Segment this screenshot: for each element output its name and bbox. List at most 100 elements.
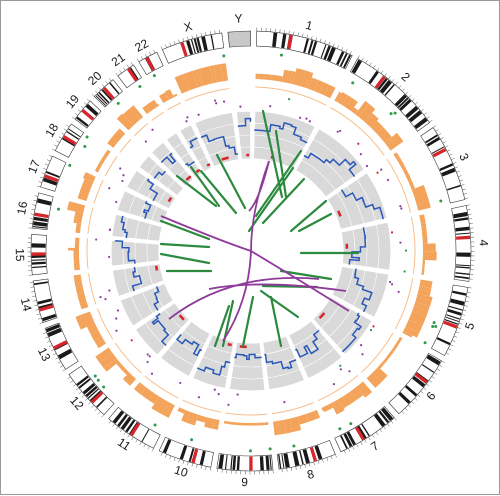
green-point bbox=[117, 102, 120, 105]
variant-point bbox=[104, 298, 106, 300]
scale-tick bbox=[432, 376, 435, 378]
scale-tick bbox=[72, 117, 75, 119]
scale-tick bbox=[451, 158, 454, 159]
scale-tick bbox=[174, 458, 175, 461]
variant-point bbox=[151, 373, 153, 375]
chromosome-X-ideogram bbox=[162, 33, 223, 63]
scale-tick bbox=[165, 45, 166, 48]
variant-point bbox=[399, 242, 401, 244]
scale-tick bbox=[76, 388, 79, 390]
scale-tick bbox=[395, 82, 397, 85]
variant-point bbox=[185, 120, 187, 122]
variant-point bbox=[214, 389, 216, 391]
scale-tick bbox=[98, 412, 100, 415]
scale-tick bbox=[350, 51, 352, 54]
scale-tick bbox=[457, 327, 460, 328]
scale-tick bbox=[438, 133, 441, 135]
scale-tick bbox=[454, 336, 457, 337]
scale-tick bbox=[364, 439, 366, 442]
scale-tick bbox=[296, 466, 297, 469]
chromosome-label-4: 4 bbox=[477, 239, 491, 246]
variant-point bbox=[339, 130, 341, 132]
scale-tick bbox=[314, 462, 315, 465]
scale-tick bbox=[434, 373, 437, 375]
scale-tick bbox=[43, 332, 46, 333]
copy-number-bin bbox=[75, 238, 79, 242]
green-link bbox=[161, 254, 209, 263]
chromosome-label-7: 7 bbox=[368, 438, 381, 454]
scale-tick bbox=[210, 467, 211, 470]
variant-point bbox=[131, 339, 133, 341]
scale-tick bbox=[298, 33, 299, 36]
scale-tick bbox=[459, 323, 462, 324]
scale-tick bbox=[358, 56, 360, 59]
scale-tick bbox=[443, 142, 446, 144]
green-point bbox=[102, 385, 105, 388]
scale-tick bbox=[441, 137, 444, 139]
variant-point bbox=[269, 105, 271, 107]
scale-tick bbox=[376, 432, 378, 435]
copy-number-bin bbox=[386, 350, 394, 359]
scale-tick bbox=[311, 36, 312, 39]
scale-tick bbox=[384, 427, 386, 430]
scale-tick bbox=[205, 32, 206, 35]
scale-tick bbox=[468, 287, 471, 288]
scale-tick bbox=[436, 130, 439, 132]
scale-tick bbox=[352, 446, 354, 449]
scale-tick bbox=[361, 442, 363, 445]
copy-number-bin bbox=[75, 226, 80, 233]
scale-tick bbox=[377, 68, 379, 71]
scale-tick bbox=[123, 68, 125, 71]
green-point bbox=[424, 341, 427, 344]
scale-tick bbox=[337, 45, 338, 48]
variant-point bbox=[405, 250, 407, 252]
copy-number-baseline bbox=[182, 400, 221, 413]
scale-tick bbox=[448, 349, 451, 351]
scale-tick bbox=[99, 88, 101, 91]
centromere bbox=[249, 456, 252, 470]
scale-tick bbox=[61, 133, 64, 135]
copy-number-baseline bbox=[361, 333, 394, 373]
scale-tick bbox=[132, 437, 134, 440]
scale-tick bbox=[215, 30, 216, 33]
scale-tick bbox=[120, 429, 122, 432]
scale-tick bbox=[421, 109, 424, 111]
green-point bbox=[269, 447, 272, 450]
variant-point bbox=[179, 382, 181, 384]
scale-tick bbox=[469, 219, 472, 220]
scale-tick bbox=[102, 84, 104, 87]
scale-tick bbox=[333, 44, 334, 47]
scale-tick bbox=[31, 209, 34, 210]
variant-point bbox=[108, 187, 110, 189]
variant-point bbox=[360, 153, 362, 155]
scale-tick bbox=[433, 126, 436, 128]
copy-number-bin bbox=[422, 265, 425, 269]
scale-tick bbox=[47, 341, 50, 342]
variant-point bbox=[340, 368, 342, 370]
chromosome-label-19: 19 bbox=[63, 92, 83, 111]
scale-tick bbox=[465, 198, 468, 199]
copy-number-baseline bbox=[119, 139, 131, 153]
variant-point bbox=[198, 396, 200, 398]
scale-tick bbox=[463, 310, 466, 311]
variant-point bbox=[309, 120, 311, 122]
copy-number-bin bbox=[95, 163, 102, 173]
scale-tick bbox=[468, 214, 471, 215]
variant-point bbox=[145, 140, 147, 142]
variant-point bbox=[117, 309, 119, 311]
scale-tick bbox=[39, 181, 42, 182]
scale-tick bbox=[141, 56, 143, 59]
red-highlight bbox=[156, 266, 157, 271]
variant-point bbox=[360, 344, 362, 346]
scale-tick bbox=[60, 365, 63, 367]
variant-point bbox=[339, 365, 341, 367]
copy-number-bin bbox=[422, 235, 427, 244]
scale-tick bbox=[34, 305, 37, 306]
variant-point bbox=[380, 169, 382, 171]
variant-point bbox=[348, 370, 350, 372]
scale-tick bbox=[140, 442, 142, 445]
green-point bbox=[394, 112, 397, 115]
variant-point bbox=[288, 98, 290, 100]
variant-point bbox=[146, 361, 148, 363]
